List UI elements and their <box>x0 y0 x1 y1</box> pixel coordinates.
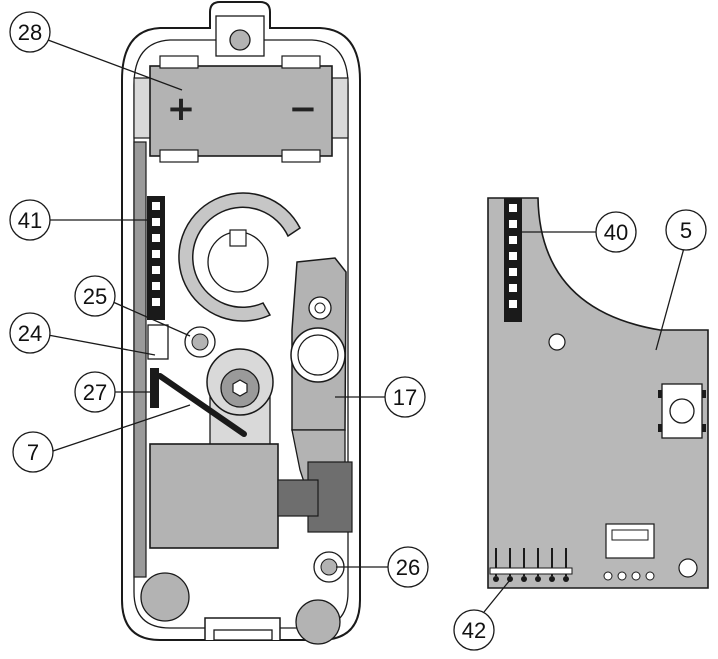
callout-17: 17 <box>384 376 426 418</box>
battery-tab-top-right <box>281 55 321 69</box>
callout-25: 25 <box>74 275 116 317</box>
pcb-button-cap <box>669 398 695 424</box>
bottom-right-post <box>295 599 341 645</box>
pcb-pad <box>645 571 655 581</box>
battery-plus-symbol: + <box>167 89 196 129</box>
svg-text:7: 7 <box>27 440 39 465</box>
battery-body <box>149 65 333 157</box>
pcb-chip <box>605 523 655 559</box>
relay-module <box>149 443 279 549</box>
svg-text:25: 25 <box>83 284 107 309</box>
pcb-outline <box>487 197 709 589</box>
component-27 <box>150 368 159 408</box>
pin-header-42 <box>489 548 573 582</box>
battery-tab-top-left <box>159 55 199 69</box>
battery-minus-symbol: − <box>289 89 318 129</box>
battery-holder: + − <box>133 55 349 163</box>
sensor-ring-body <box>178 192 301 322</box>
callout-7: 7 <box>12 431 54 473</box>
component-24 <box>147 324 169 360</box>
pcb-hole-top <box>548 333 566 351</box>
sensor-ring <box>178 192 301 322</box>
svg-text:28: 28 <box>18 20 42 45</box>
pcb-pad <box>603 571 613 581</box>
pivot-mechanism-7 <box>157 348 274 446</box>
top-mount-hole <box>229 29 251 51</box>
leader-lines <box>47 39 685 613</box>
connector-41 <box>147 196 165 320</box>
callout-26: 26 <box>387 546 429 588</box>
pcb-pad <box>631 571 641 581</box>
svg-text:41: 41 <box>18 208 42 233</box>
screw-post-25-inner <box>191 333 209 351</box>
callout-40: 40 <box>595 211 637 253</box>
svg-text:24: 24 <box>18 321 42 346</box>
lever-small-hole-inner <box>314 302 326 314</box>
pcb-hole-bottom <box>678 558 698 578</box>
svg-text:42: 42 <box>462 618 486 643</box>
pcb-pad <box>617 571 627 581</box>
battery-tab-bottom-right <box>281 149 321 163</box>
callout-24: 24 <box>9 312 51 354</box>
lever-large-hole-inner <box>297 334 339 376</box>
callout-5: 5 <box>665 209 707 251</box>
callout-28: 28 <box>9 11 51 53</box>
callout-42: 42 <box>453 609 495 651</box>
svg-text:17: 17 <box>393 385 417 410</box>
pcb-board <box>487 197 709 589</box>
bottom-left-post <box>140 572 190 622</box>
spring-arm <box>157 373 247 437</box>
svg-text:26: 26 <box>396 555 420 580</box>
battery-tab-bottom-left <box>159 149 199 163</box>
svg-text:27: 27 <box>83 380 107 405</box>
sensor-ring-notch <box>229 229 247 247</box>
svg-text:5: 5 <box>680 218 692 243</box>
callout-27: 27 <box>74 371 116 413</box>
pivot-hex <box>232 379 248 397</box>
callout-41: 41 <box>9 199 51 241</box>
bottom-slot-inner <box>213 629 273 641</box>
vertical-pcb-strip <box>133 141 147 578</box>
screw-post-26-inner <box>320 558 338 576</box>
svg-text:40: 40 <box>604 220 628 245</box>
relay-module-tab <box>277 479 319 517</box>
